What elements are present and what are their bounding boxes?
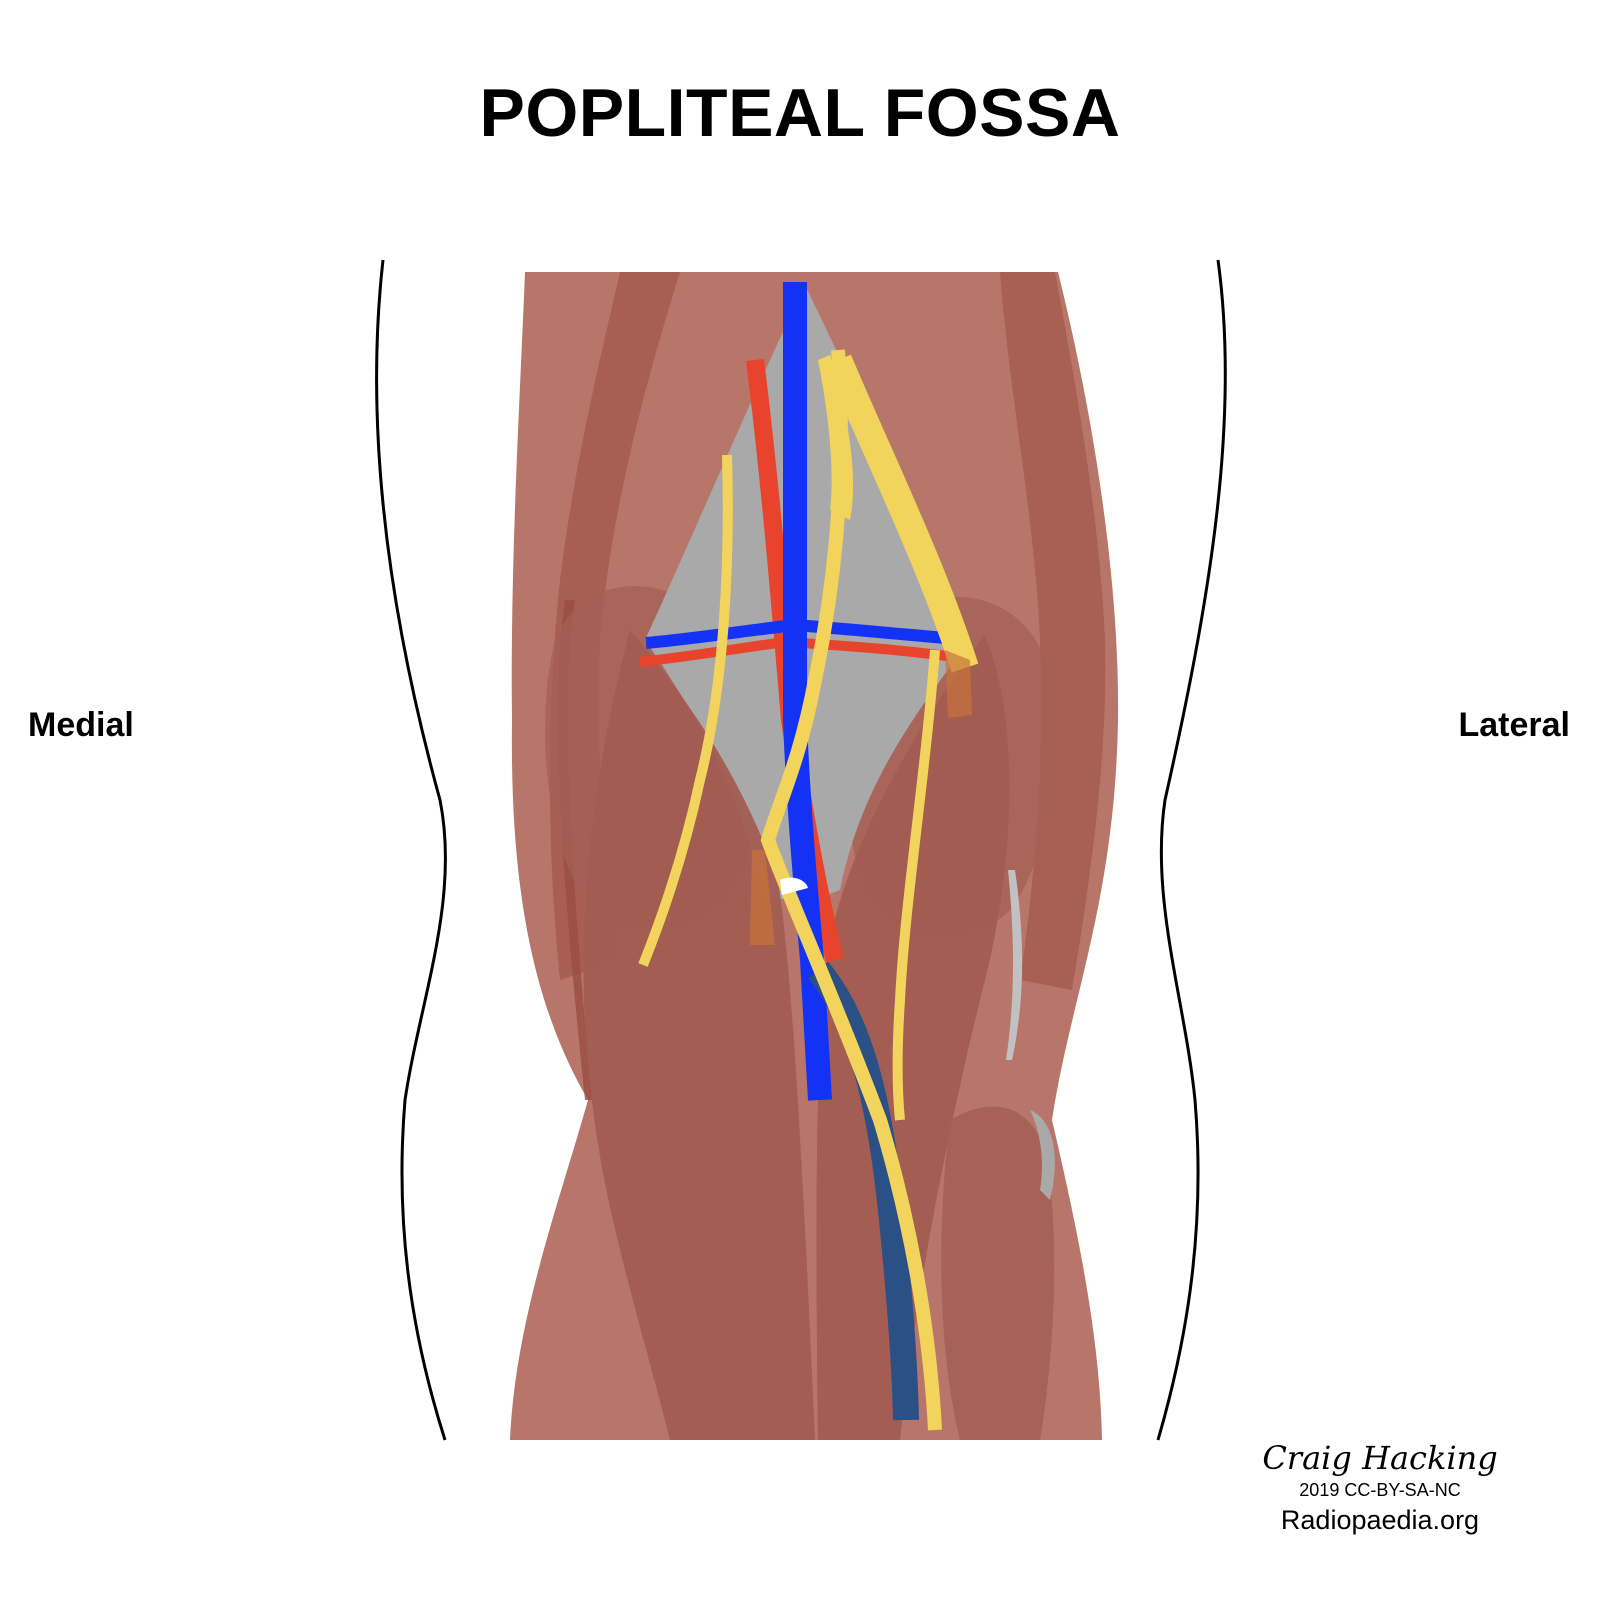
gastrocnemius-lateral-head (816, 635, 1010, 1440)
plantaris-tendon (1006, 870, 1023, 1060)
gastrocnemius-medial-head (583, 630, 815, 1440)
tibia-grey-edge (1030, 1110, 1055, 1200)
small-saphenous-vein (807, 961, 919, 1421)
semimembranosus-tendon-overlay (750, 850, 775, 945)
medial-label: Medial (28, 706, 134, 744)
saphenous-nerve (638, 454, 733, 967)
credit-site: Radiopaedia.org (1280, 1505, 1480, 1535)
credit-block: Craig Hacking 2019 CC-BY-SA-NC Radiopaed… (1260, 1438, 1500, 1538)
genicular-vein-branches (645, 618, 969, 649)
biceps-tendon-overlay (945, 650, 972, 718)
lateral-label: Lateral (1458, 706, 1571, 744)
leg-outline-lateral (1156, 259, 1227, 1441)
sciatic-nerve-upper (818, 355, 854, 520)
fossa-fat-gap (780, 877, 808, 895)
credit-author: Craig Hacking (1262, 1439, 1498, 1477)
biceps-femoris-muscle (1000, 272, 1106, 990)
credit-license: 2019 CC-BY-SA-NC (1299, 1480, 1461, 1500)
tibial-nerve (760, 349, 942, 1431)
leg-outline-medial (375, 259, 447, 1441)
soleus-muscle (941, 1106, 1055, 1440)
common-fibular-nerve (825, 354, 979, 673)
sural-communicating-nerve (892, 649, 940, 1121)
diagram-title: POPLITEAL FOSSA (479, 75, 1121, 151)
fossa-floor (645, 285, 970, 905)
